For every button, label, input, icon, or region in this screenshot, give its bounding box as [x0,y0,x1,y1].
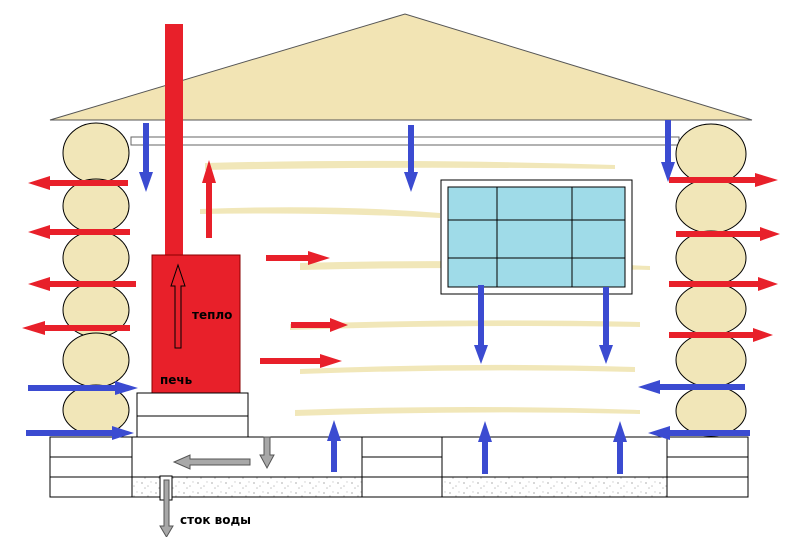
stove [151,254,241,394]
drain-label: сток воды [180,513,252,527]
drain-arrows [159,436,275,537]
foundation-right [666,436,749,498]
ceiling-beam [130,136,680,146]
window [440,179,633,295]
stove-heat-arrow [170,263,186,349]
cold-air-arrows [26,120,750,474]
stove-label: печь [160,373,193,387]
warm-air-arrows [22,160,780,368]
chimney [165,24,183,256]
foundation-middle [361,436,443,498]
roof [49,13,753,121]
foundation-left [49,436,133,498]
floor [131,436,668,498]
right-log-wall [675,123,747,437]
stove-base [136,392,249,438]
heat-label: тепло [192,308,233,322]
